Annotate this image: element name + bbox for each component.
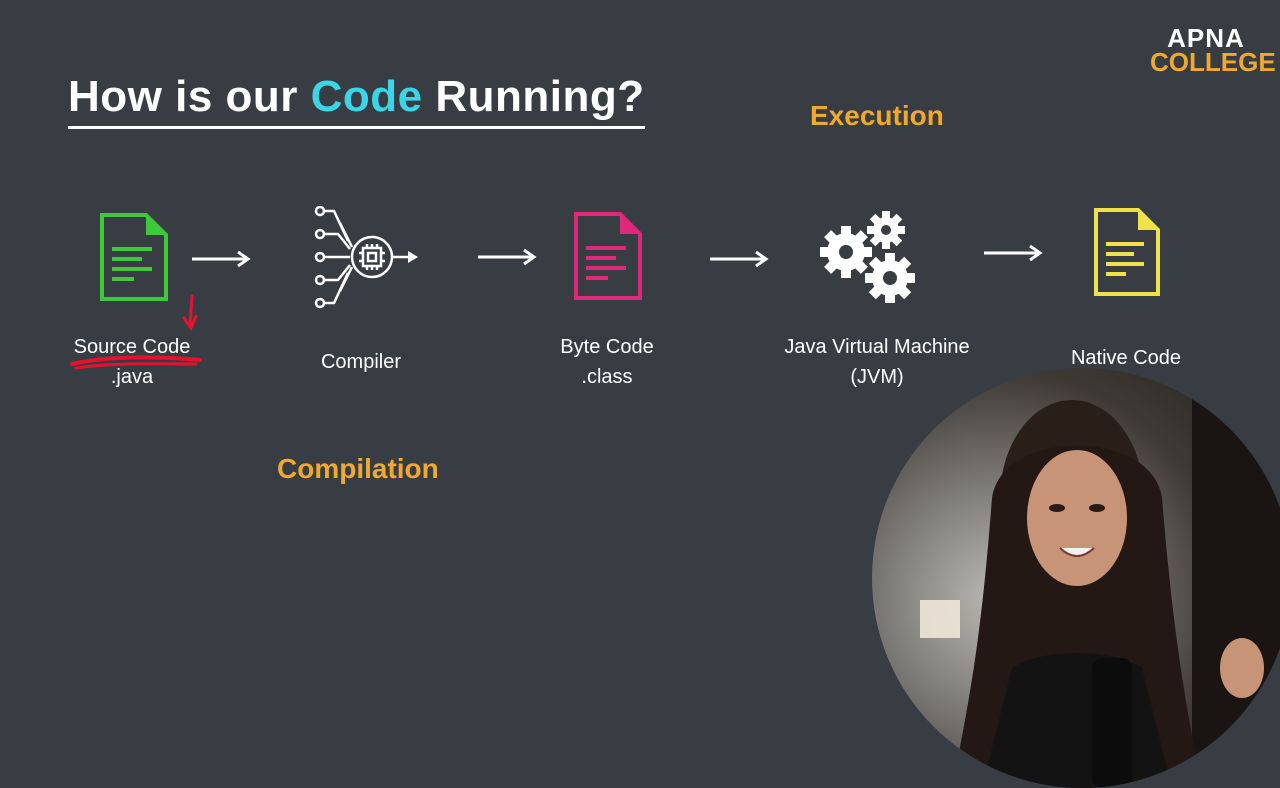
annotation-underline-mark bbox=[70, 294, 202, 370]
arrow-icon bbox=[710, 250, 769, 268]
title-suffix: Running? bbox=[422, 72, 645, 121]
title-prefix: How is our bbox=[68, 72, 311, 121]
logo-line2: COLLEGE bbox=[1150, 47, 1276, 77]
source-code-name: Source Code bbox=[73, 336, 191, 358]
jvm-ext: (JVM) bbox=[850, 366, 904, 388]
brand-logo: APNA COLLEGE bbox=[1150, 23, 1276, 77]
compilation-label: Compilation bbox=[277, 453, 439, 484]
presenter-video bbox=[872, 368, 1280, 788]
native-file-icon bbox=[1094, 208, 1160, 296]
bytecode-label: Byte Code .class bbox=[560, 332, 653, 392]
source-code-ext: .java bbox=[110, 366, 154, 388]
presenter-silhouette bbox=[920, 368, 1280, 788]
title-accent: Code bbox=[310, 72, 423, 121]
compiler-label: Compiler bbox=[321, 347, 401, 377]
bytecode-ext: .class bbox=[581, 366, 633, 388]
arrow-icon bbox=[984, 244, 1043, 262]
native-code-label: Native Code bbox=[1071, 343, 1181, 373]
logo-line1: APNA bbox=[1167, 23, 1245, 53]
compiler-name: Compiler bbox=[320, 351, 402, 373]
source-code-label: Source Code .java bbox=[74, 332, 191, 392]
execution-label: Execution bbox=[810, 100, 944, 131]
native-code-name: Native Code bbox=[1070, 347, 1182, 369]
gears-icon bbox=[820, 211, 915, 303]
jvm-name: Java Virtual Machine bbox=[784, 336, 970, 358]
bytecode-name: Byte Code bbox=[560, 336, 654, 358]
arrow-icon bbox=[192, 250, 251, 268]
arrow-icon bbox=[478, 248, 537, 266]
compiler-chip-icon bbox=[314, 205, 418, 309]
bytecode-file-icon bbox=[574, 212, 642, 300]
source-file-icon bbox=[100, 213, 168, 301]
jvm-label: Java Virtual Machine (JVM) bbox=[784, 332, 969, 392]
slide-title: How is our Code Running? bbox=[68, 72, 645, 129]
